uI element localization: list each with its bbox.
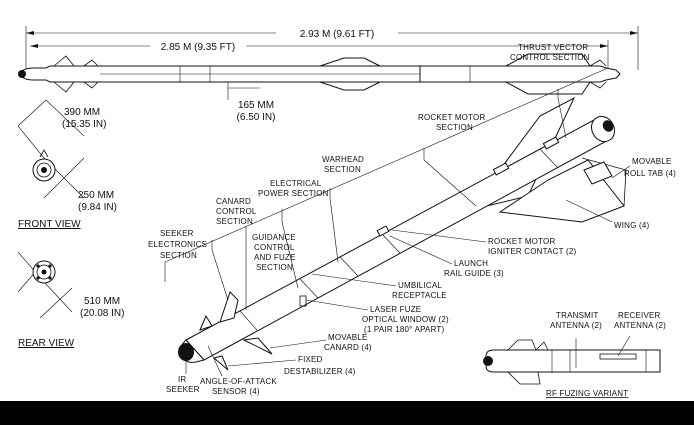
canard-control-3: SECTION xyxy=(216,217,253,226)
destabilizer-2: DESTABILIZER (4) xyxy=(284,367,356,376)
rocket-motor-section-1: ROCKET MOTOR xyxy=(418,113,485,122)
rear-view-span-mm: 510 MM xyxy=(84,296,120,307)
seeker-electronics-1: SEEKER xyxy=(160,229,194,238)
rf-missile-body xyxy=(485,349,661,373)
guidance-2: CONTROL xyxy=(254,243,295,252)
rail-guide-2: RAIL GUIDE (3) xyxy=(444,269,504,278)
roll-tab-2: ROLL TAB (4) xyxy=(624,169,676,178)
wing-label: WING (4) xyxy=(614,221,650,230)
guidance-4: SECTION xyxy=(256,263,293,272)
umbilical-1: UMBILICAL xyxy=(398,281,442,290)
transmit-label-2: ANTENNA (2) xyxy=(550,321,602,330)
front-view-span2-in: (9.84 IN) xyxy=(78,202,117,213)
front-view-span2-mm: 250 MM xyxy=(78,190,114,201)
body-length-label: 2.85 M (9.35 FT) xyxy=(161,42,235,53)
laser-fuze-3: (1 PAIR 180° APART) xyxy=(364,325,444,334)
diameter-mm-label: 165 MM xyxy=(238,100,274,111)
electrical-label-1: ELECTRICAL xyxy=(270,179,322,188)
tvc-label-1: THRUST VECTOR xyxy=(518,43,588,52)
rear-view-span-in: (20.08 IN) xyxy=(80,308,124,319)
receiver-label-1: RECEIVER xyxy=(618,311,661,320)
movable-canard-1: MOVABLE xyxy=(328,333,368,342)
rear-view-title: REAR VIEW xyxy=(18,338,75,349)
rocket-motor-section-2: SECTION xyxy=(436,123,473,132)
front-view: 390 MM (15.35 IN) 250 MM (9.84 IN) FRONT… xyxy=(17,99,117,230)
transmit-label-1: TRANSMIT xyxy=(556,311,599,320)
tvc-label-2: CONTROL SECTION xyxy=(510,53,590,62)
rf-variant-title: RF FUZING VARIANT xyxy=(546,389,628,398)
roll-tab-1: MOVABLE xyxy=(632,157,672,166)
guidance-1: GUIDANCE xyxy=(252,233,296,242)
side-view: 2.93 M (9.61 FT) 2.85 M (9.35 FT) 165 MM xyxy=(18,26,639,123)
aoa-2: SENSOR (4) xyxy=(212,387,260,396)
receiver-antenna-slot xyxy=(599,353,637,360)
receiver-label-2: ANTENNA (2) xyxy=(614,321,666,330)
guidance-3: AND FUZE xyxy=(254,253,296,262)
aoa-1: ANGLE-OF-ATTACK xyxy=(200,377,277,386)
destabilizer-1: FIXED xyxy=(298,355,323,364)
rear-view: 510 MM (20.08 IN) REAR VIEW xyxy=(17,251,124,349)
front-view-span-in: (15.35 IN) xyxy=(62,119,106,130)
diameter-in-label: (6.50 IN) xyxy=(237,112,276,123)
igniter-1: ROCKET MOTOR xyxy=(488,237,555,246)
ir-seeker-dome xyxy=(178,343,194,361)
front-view-span-mm: 390 MM xyxy=(64,107,100,118)
footer-bar xyxy=(0,401,694,425)
rail-guide-1: LAUNCH xyxy=(454,259,488,268)
overall-length-label: 2.93 M (9.61 FT) xyxy=(300,29,374,40)
movable-canard-2: CANARD (4) xyxy=(324,343,372,352)
front-view-title: FRONT VIEW xyxy=(18,219,81,230)
lower-canard xyxy=(242,337,273,355)
callout-labels: THRUST VECTOR CONTROL SECTION ROCKET MOT… xyxy=(148,43,676,396)
ir-seeker-1: IR xyxy=(178,375,186,384)
warhead-label-1: WARHEAD xyxy=(322,155,364,164)
warhead-label-2: SECTION xyxy=(324,165,361,174)
ir-seeker-2: SEEKER xyxy=(166,385,200,394)
seeker-electronics-3: SECTION xyxy=(160,251,197,260)
igniter-2: IGNITER CONTACT (2) xyxy=(488,247,577,256)
seeker-electronics-2: ELECTRONICS xyxy=(148,240,207,249)
canard-control-1: CANARD xyxy=(216,197,251,206)
laser-fuze-1: LASER FUZE xyxy=(370,305,421,314)
section-leaders xyxy=(164,67,609,310)
upper-canard xyxy=(219,291,239,323)
laser-fuze-2: OPTICAL WINDOW (2) xyxy=(362,315,449,324)
seeker-dome-side xyxy=(18,70,26,78)
umbilical-2: RECEPTACLE xyxy=(392,291,447,300)
electrical-label-2: POWER SECTION xyxy=(258,189,329,198)
rf-variant: TRANSMIT ANTENNA (2) RECEIVER ANTENNA (2… xyxy=(483,311,666,398)
canard-control-2: CONTROL xyxy=(216,207,257,216)
